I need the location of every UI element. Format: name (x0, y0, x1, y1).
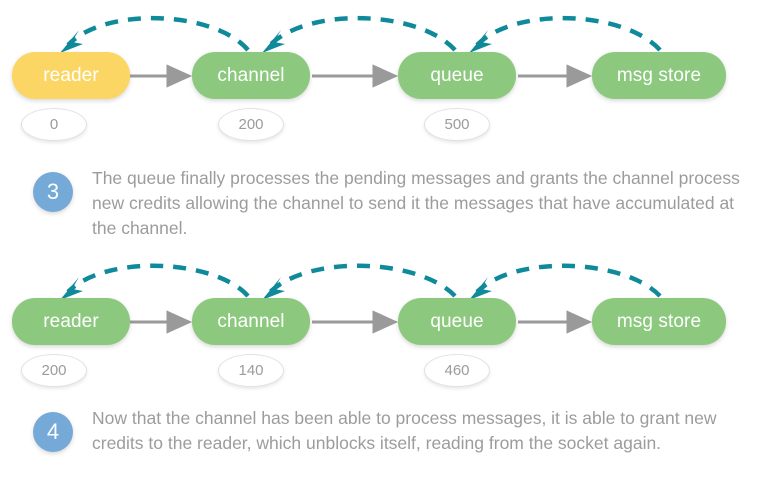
step-description-4: Now that the channel has been able to pr… (92, 408, 717, 453)
node-label: msg store (616, 64, 702, 86)
node-label: channel (217, 310, 285, 332)
node-label: channel (217, 64, 285, 86)
credit-value: 460 (444, 362, 470, 379)
credit-value: 0 (49, 116, 59, 133)
credit-badge-reader: 0 (21, 108, 87, 141)
node-label: queue (430, 64, 484, 86)
node-channel[interactable]: channel (192, 52, 310, 99)
diagram-row-1: reader channel queue msg store 0 200 500 (0, 0, 769, 145)
credit-grant-arrowheads (60, 277, 492, 300)
diagram-row-2: reader channel queue msg store 200 140 4… (0, 253, 769, 398)
credit-grant-arrows (66, 15, 662, 52)
credit-badge-channel: 140 (218, 354, 284, 387)
credit-badge-channel: 200 (218, 108, 284, 141)
credit-value: 140 (238, 362, 264, 379)
credit-value: 500 (444, 116, 470, 133)
step-number-badge-3: 3 (33, 172, 73, 212)
step-description-3: The queue finally processes the pending … (92, 168, 740, 238)
step-number: 3 (46, 179, 60, 204)
credit-value: 200 (238, 116, 264, 133)
node-reader[interactable]: reader (12, 298, 130, 345)
step-number-badge-4: 4 (33, 412, 73, 452)
node-label: reader (43, 64, 99, 86)
node-label: queue (430, 310, 484, 332)
node-msg-store[interactable]: msg store (592, 298, 726, 345)
credit-badge-queue: 460 (424, 354, 490, 387)
node-queue[interactable]: queue (398, 52, 516, 99)
node-msg-store[interactable]: msg store (592, 52, 726, 99)
node-label: msg store (616, 310, 702, 332)
node-queue[interactable]: queue (398, 298, 516, 345)
credit-value: 200 (41, 362, 67, 379)
credit-grant-arrows (66, 263, 662, 298)
credit-badge-reader: 200 (21, 354, 87, 387)
credit-badge-queue: 500 (424, 108, 490, 141)
step-number: 4 (46, 419, 60, 444)
node-reader[interactable]: reader (12, 52, 130, 99)
credit-grant-arrowheads (60, 30, 492, 53)
node-label: reader (43, 310, 99, 332)
node-channel[interactable]: channel (192, 298, 310, 345)
